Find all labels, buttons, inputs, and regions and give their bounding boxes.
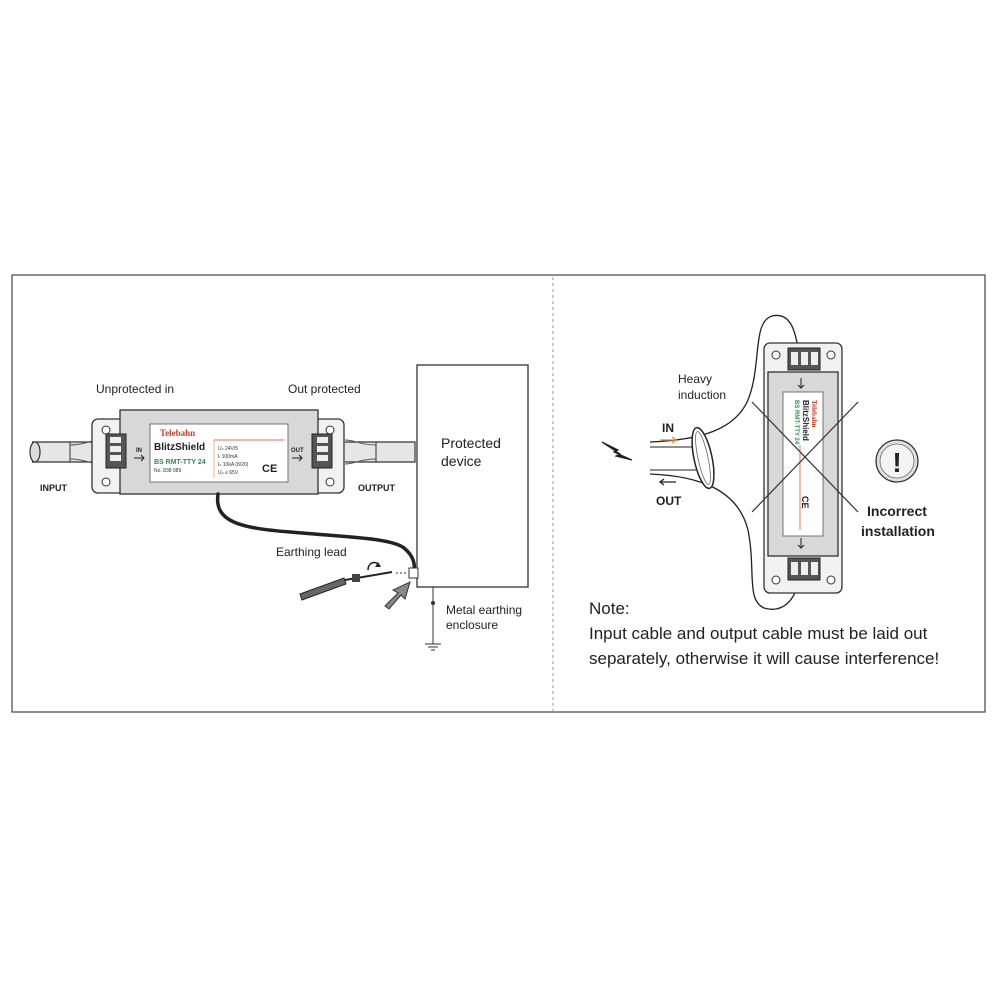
device-brand: Telebahn bbox=[160, 428, 195, 438]
induction-ring bbox=[691, 426, 715, 490]
device-spec-3: Iₙ 10kA (8/20) bbox=[218, 462, 249, 468]
device-spec-4: Uₚ ≤ 65V bbox=[218, 470, 239, 476]
surge-protector-device: IN OUT Telebahn BlitzShield BS RMT-TTY 2… bbox=[91, 409, 345, 495]
heavy-induction-label-2: induction bbox=[678, 388, 726, 402]
warning-icon: ! bbox=[875, 439, 919, 483]
note-line-1: Input cable and output cable must be lai… bbox=[589, 624, 928, 643]
lightning-icon bbox=[601, 441, 633, 461]
output-cable bbox=[344, 439, 416, 465]
input-label: INPUT bbox=[40, 483, 68, 493]
protected-device-label-1: Protected bbox=[441, 435, 501, 451]
input-cable bbox=[29, 439, 101, 465]
screwdriver-icon bbox=[299, 571, 393, 601]
device-product: BlitzShield bbox=[154, 442, 205, 453]
out-protected-label: Out protected bbox=[288, 382, 361, 396]
cable-out-label: OUT bbox=[656, 494, 682, 508]
protected-device-box bbox=[416, 364, 529, 588]
device-vertical-model: BS RMT-TTY 24 bbox=[793, 400, 799, 445]
surge-protector-device-vertical: Telebahn BlitzShield BS RMT-TTY 24 CE bbox=[763, 342, 843, 594]
note-line-2: separately, otherwise it will cause inte… bbox=[589, 649, 939, 668]
incorrect-cross bbox=[751, 401, 859, 513]
cable-in-label: IN bbox=[662, 421, 674, 435]
note-title: Note: bbox=[589, 599, 630, 618]
device-vertical-brand: Telebahn bbox=[810, 400, 818, 427]
incorrect-label-1: Incorrect bbox=[867, 503, 927, 519]
device-spec-2: Iₗ 100mA bbox=[218, 454, 238, 460]
device-out-label: OUT bbox=[291, 448, 304, 454]
earthing-lead-label: Earthing lead bbox=[276, 545, 347, 559]
metal-earthing-label-2: enclosure bbox=[446, 618, 498, 632]
input-cable-loop bbox=[649, 314, 799, 443]
earthing-lead bbox=[215, 492, 417, 575]
pointer-arrow-icon bbox=[384, 581, 411, 610]
device-vertical-ce: CE bbox=[800, 496, 810, 509]
device-ce-mark: CE bbox=[262, 463, 277, 475]
right-panel: Heavy induction IN OUT Telebahn BlitzShi… bbox=[589, 314, 939, 668]
output-label: OUTPUT bbox=[358, 483, 396, 493]
heavy-induction-label-1: Heavy bbox=[678, 372, 712, 386]
left-panel: IN OUT Telebahn BlitzShield BS RMT-TTY 2… bbox=[29, 364, 529, 651]
unprotected-in-label: Unprotected in bbox=[96, 382, 174, 396]
device-spec-1: Uₙ 24V/5 bbox=[218, 446, 238, 452]
device-model: BS RMT-TTY 24 bbox=[154, 459, 206, 466]
device-part-no: No. 838 089 bbox=[154, 468, 181, 474]
warning-symbol: ! bbox=[892, 447, 901, 478]
device-vertical-product: BlitzShield bbox=[801, 400, 810, 441]
incorrect-label-2: installation bbox=[861, 523, 935, 539]
device-in-label: IN bbox=[136, 448, 142, 454]
protected-device-label-2: device bbox=[441, 453, 482, 469]
metal-earthing-label-1: Metal earthing bbox=[446, 603, 522, 617]
ground-symbol bbox=[425, 643, 441, 651]
